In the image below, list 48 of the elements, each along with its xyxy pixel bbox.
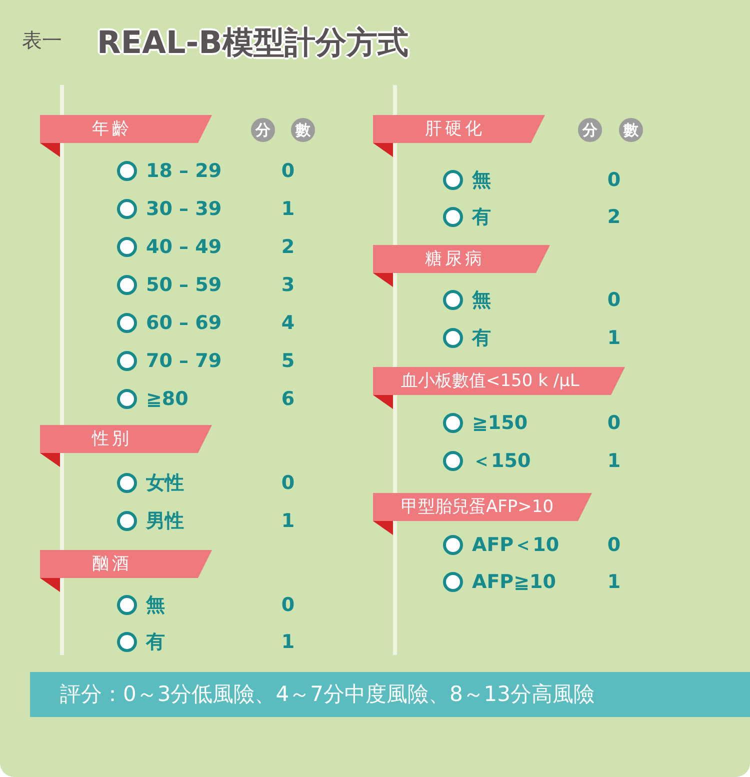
score-value: 0 [606, 168, 622, 192]
category-banner: 酗酒 [40, 550, 212, 578]
score-value: 0 [280, 471, 296, 495]
option-text: 50 – 59 [146, 273, 222, 297]
score-value: 5 [280, 349, 296, 373]
score-value: 1 [606, 570, 622, 594]
category-banner: 性別 [40, 425, 212, 453]
option-text: ≧150 [472, 411, 528, 435]
score-value: 0 [606, 288, 622, 312]
category-banner: 肝硬化 [373, 115, 545, 143]
score-value: 6 [280, 387, 296, 411]
category-banner: 糖尿病 [373, 245, 550, 273]
option-text: ＜150 [472, 449, 531, 473]
option-text: 無 [146, 593, 165, 617]
score-value: 0 [280, 593, 296, 617]
score-value: 1 [606, 326, 622, 350]
category-banner: 甲型胎兒蛋AFP>10 [373, 493, 592, 521]
scoring-band: 評分：0～3分低風險、4～7分中度風險、8～13分高風險 [30, 672, 750, 717]
option-text: ≧80 [146, 387, 188, 411]
title: REAL-B模型計分方式 [97, 24, 408, 63]
score-value: 3 [280, 273, 296, 297]
score-value: 4 [280, 311, 296, 335]
score-value: 1 [606, 449, 622, 473]
option-text: 40 – 49 [146, 235, 222, 259]
score-value: 2 [280, 235, 296, 259]
option-text: AFP＜10 [472, 533, 560, 557]
option-text: 70 – 79 [146, 349, 222, 373]
option-text: 60 – 69 [146, 311, 222, 335]
score-value: 0 [280, 159, 296, 183]
category-banner: 血小板數值<150 k /μL [373, 367, 625, 395]
option-text: 有 [472, 326, 491, 350]
option-text: 30 – 39 [146, 197, 222, 221]
score-value: 1 [280, 197, 296, 221]
table-number: 表一 [22, 28, 62, 52]
score-value: 1 [280, 630, 296, 654]
option-text: 有 [472, 205, 491, 229]
score-value: 0 [606, 533, 622, 557]
option-text: 男性 [146, 509, 184, 533]
score-value: 1 [280, 509, 296, 533]
category-banner: 年齡 [40, 115, 212, 143]
option-text: 18 – 29 [146, 159, 222, 183]
option-text: 女性 [146, 471, 184, 495]
option-text: 無 [472, 168, 491, 192]
score-value: 2 [606, 205, 622, 229]
option-text: 無 [472, 288, 491, 312]
score-value: 0 [606, 411, 622, 435]
option-text: 有 [146, 630, 165, 654]
option-text: AFP≧10 [472, 570, 556, 594]
